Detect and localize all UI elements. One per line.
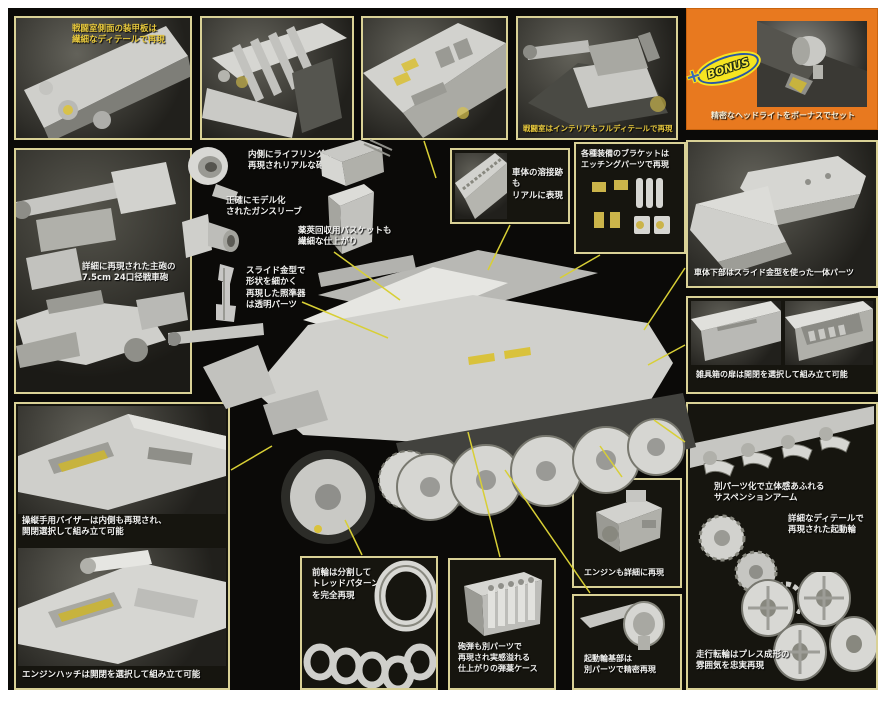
- callout-box-driver-visor: 操縦手用バイザーは内側も再現され、 開閉選択して組み立て可能 エンジンハッチは開…: [14, 402, 230, 690]
- photo-interior-rack: [202, 18, 352, 138]
- basket-caption: 薬莢回収用バスケットも 繊細な仕上がり: [298, 226, 392, 248]
- callout-box-main-gun: 詳細に再現された主砲の 7.5cm 24口径戦車砲: [14, 148, 192, 394]
- callout-box-front-wheels: 前輪は分割して トレッドパターン を完全再現: [300, 556, 438, 690]
- ammo-case-caption: 砲弾も別パーツで 再現され実感溢れる 仕上がりの弾薬ケース: [458, 642, 538, 673]
- photo-engine-hatch: [18, 548, 226, 666]
- photo-barrel-part: [186, 140, 246, 202]
- engine-hatch-caption: エンジンハッチは開閉を選択して組み立て可能: [22, 670, 201, 680]
- photo-etched-brackets: [582, 178, 678, 248]
- armor-plate-caption: 戦闘室側面の装甲板は 繊細なディテールで再現: [72, 24, 165, 46]
- weld-seam-caption: 車体の溶接跡も リアルに表現: [512, 168, 564, 201]
- photo-stowage-closed: [691, 301, 781, 365]
- bonus-caption: 精密なヘッドライトをボーナスでセット: [711, 111, 855, 120]
- photo-stowage-open: [785, 301, 873, 365]
- photo-gun-sleeve-part: [182, 206, 240, 264]
- callout-box-weld-seam: 車体の溶接跡も リアルに表現: [450, 148, 570, 224]
- rifling-caption: 内側にライフリングも 再現されリアルな砲身: [248, 150, 334, 172]
- driver-visor-caption: 操縦手用バイザーは内側も再現され、 開閉選択して組み立て可能: [22, 516, 167, 538]
- bonus-badge: + BONUS: [683, 44, 764, 93]
- photo-engine: [582, 486, 672, 558]
- callout-box-stowage: 雑具箱の扉は開閉を選択して組み立て可能: [686, 296, 878, 394]
- callout-box-sprocket-base: 起動輪基部は 別パーツで精密再現: [572, 594, 682, 690]
- callout-box-ammo-case: 砲弾も別パーツで 再現され実感溢れる 仕上がりの弾薬ケース: [448, 558, 556, 690]
- photo-basket-part: [312, 138, 394, 256]
- photo-road-wheels: [728, 572, 876, 686]
- gun-sleeve-caption: 正確にモデル化 されたガンスリーブ: [226, 196, 302, 218]
- main-gun-caption: 詳細に再現された主砲の 7.5cm 24口径戦車砲: [82, 262, 176, 284]
- engine-caption: エンジンも詳細に再現: [584, 568, 664, 577]
- photo-front-wheel-parts: [302, 558, 436, 688]
- brackets-caption: 各種装備のブラケットは エッチングパーツで再現: [581, 149, 669, 169]
- sprocket-base-caption: 起動輪基部は 別パーツで精密再現: [584, 654, 656, 674]
- photo-suspension-arms: [690, 406, 874, 496]
- photo-sprocket-base: [580, 600, 678, 652]
- callout-box-running-gear: 別パーツ化で立体感あふれる サスペンションアーム 詳細なディテールで 再現された…: [686, 402, 878, 690]
- photo-bonus-headlight: [757, 21, 867, 107]
- suspension-caption: 別パーツ化で立体感あふれる サスペンションアーム: [714, 482, 825, 504]
- main-vehicle-illustration: [167, 195, 702, 567]
- photo-driver-visor: [18, 406, 226, 514]
- bonus-panel: + BONUS 精密なヘッドライトをボーナスでセット: [683, 8, 878, 130]
- photo-main-gun: [16, 150, 190, 392]
- stowage-caption: 雑具箱の扉は開閉を選択して組み立て可能: [696, 370, 848, 379]
- callout-box-interior-floor: [361, 16, 508, 140]
- photo-fighting-compartment: [518, 18, 676, 138]
- drive-sprocket-caption: 詳細なディテールで 再現された起動輪: [788, 514, 864, 536]
- photo-interior-floor: [363, 18, 506, 138]
- callout-box-interior-rack: [200, 16, 354, 140]
- bonus-badge-label: BONUS: [693, 46, 763, 90]
- photo-ammo-case: [458, 566, 550, 638]
- fighting-compartment-caption: 戦闘室はインテリアもフルディテールで再現: [523, 124, 673, 133]
- callout-box-brackets: 各種装備のブラケットは エッチングパーツで再現: [574, 142, 686, 254]
- callout-box-fighting-compartment: 戦闘室はインテリアもフルディテールで再現: [516, 16, 678, 140]
- road-wheels-caption: 走行転輪はプレス成形の 雰囲気を忠実再現: [696, 650, 790, 672]
- photo-hull-bottom: [688, 142, 876, 286]
- photo-weld-seam: [455, 153, 507, 219]
- photo-armor-plate: [16, 18, 190, 138]
- hull-bottom-caption: 車体下部はスライド金型を使った一体パーツ: [694, 268, 854, 277]
- gun-sight-caption: スライド金型で 形状を細かく 再現した照準器 は透明パーツ: [246, 266, 306, 311]
- photo-gun-sight-part: [210, 262, 244, 326]
- callout-box-hull-bottom: 車体下部はスライド金型を使った一体パーツ: [686, 140, 878, 288]
- callout-box-armor-plate: 戦闘室側面の装甲板は 繊細なディテールで再現: [14, 16, 192, 140]
- front-wheels-caption: 前輪は分割して トレッドパターン を完全再現: [312, 568, 380, 601]
